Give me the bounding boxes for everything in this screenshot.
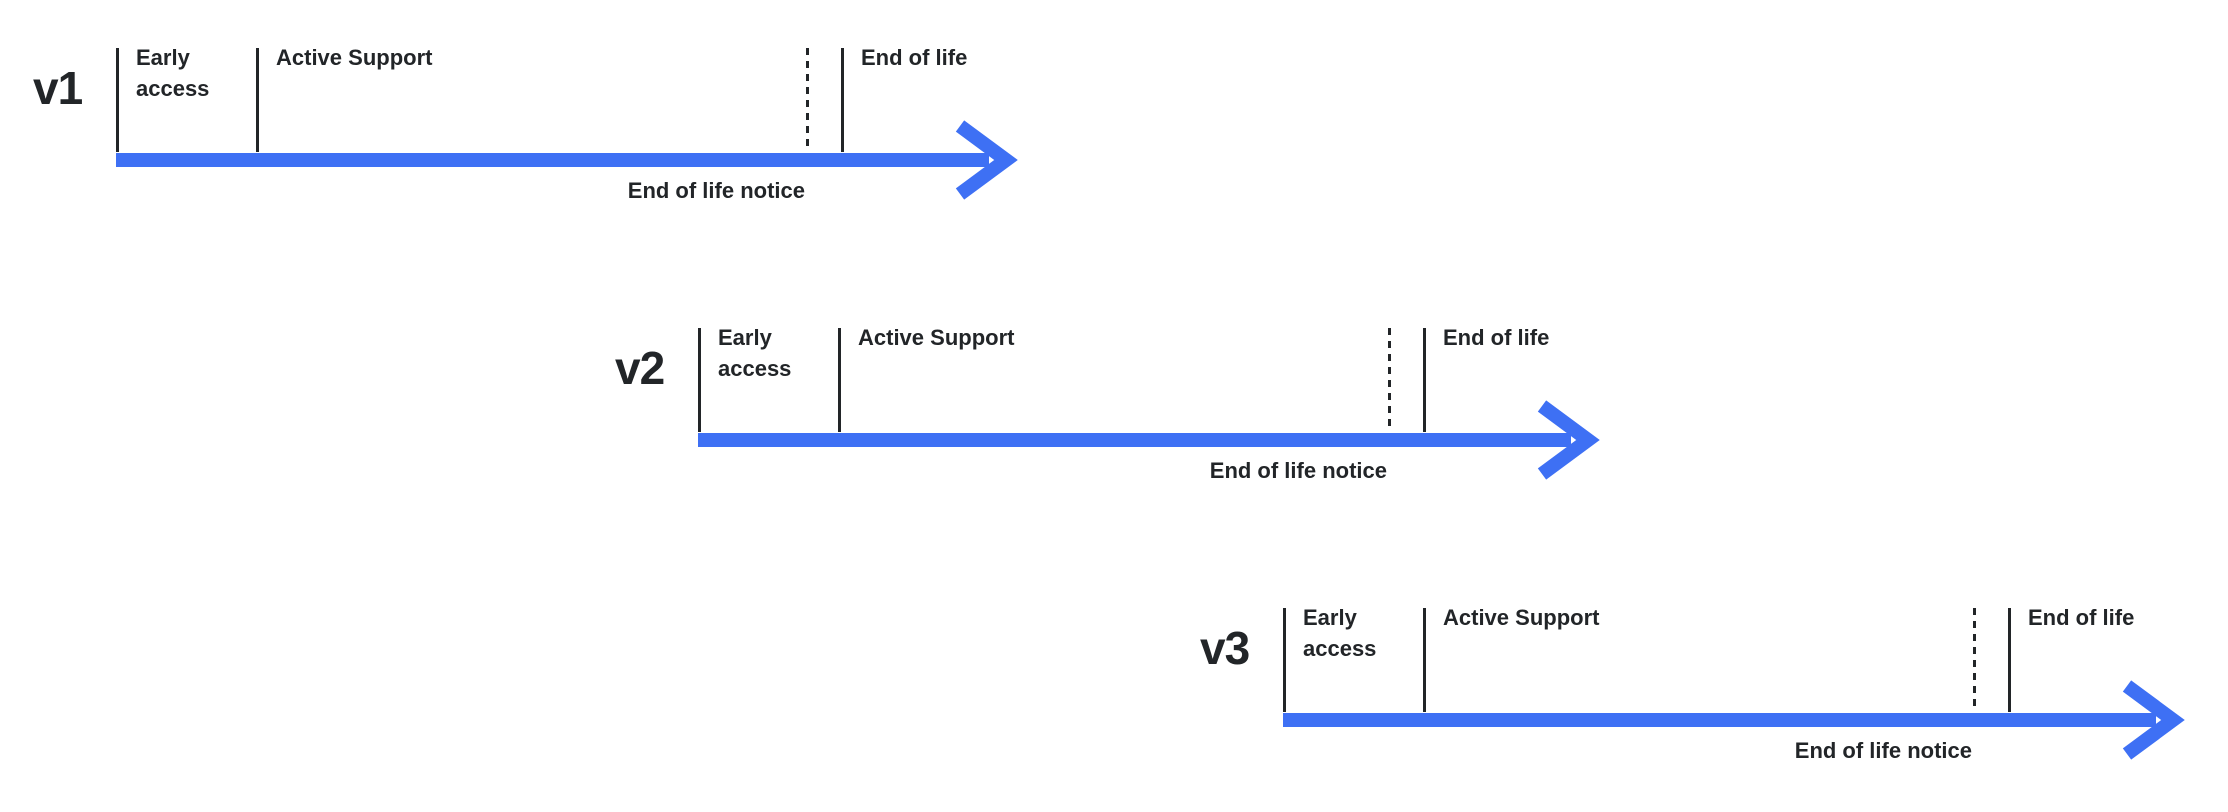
active-support-start-tick — [1423, 608, 1426, 712]
active-support-start-tick — [838, 328, 841, 432]
end-of-life-tick — [1423, 328, 1426, 432]
early-access-label: Early access — [136, 45, 210, 101]
active-support-start-tick — [256, 48, 259, 152]
arrow-head-icon — [1537, 400, 1600, 480]
eol-notice-label: End of life notice — [1794, 738, 1972, 763]
arrow-head-icon — [955, 120, 1018, 200]
early-access-start-tick — [1283, 608, 1286, 712]
eol-notice-dashed-tick — [806, 48, 809, 152]
active-support-label: Active Support — [276, 45, 433, 70]
version-label: v1 — [33, 62, 83, 114]
timeline-arrow-shaft — [1283, 713, 2156, 727]
early-access-label: Early access — [1303, 605, 1377, 661]
version-label: v2 — [615, 342, 665, 394]
eol-notice-dashed-tick — [1388, 328, 1391, 432]
end-of-life-label: End of life — [861, 45, 968, 70]
eol-notice-label: End of life notice — [1209, 458, 1387, 483]
timeline-v3: v3 Early access Active Support End of li… — [1200, 605, 2228, 812]
arrow-head-icon — [2122, 680, 2185, 760]
early-access-label: Early access — [718, 325, 792, 381]
timeline-arrow-shaft — [698, 433, 1571, 447]
end-of-life-tick — [2008, 608, 2011, 712]
early-access-start-tick — [116, 48, 119, 152]
active-support-label: Active Support — [1443, 605, 1600, 630]
eol-notice-dashed-tick — [1973, 608, 1976, 712]
end-of-life-tick — [841, 48, 844, 152]
timeline-v1: v1 Early access Active Support End of li… — [33, 45, 1078, 268]
timeline-arrow-shaft — [116, 153, 989, 167]
early-access-start-tick — [698, 328, 701, 432]
end-of-life-label: End of life — [1443, 325, 1550, 350]
end-of-life-label: End of life — [2028, 605, 2135, 630]
timeline-v2: v2 Early access Active Support End of li… — [615, 325, 1660, 548]
active-support-label: Active Support — [858, 325, 1015, 350]
version-label: v3 — [1200, 622, 1250, 674]
eol-notice-label: End of life notice — [627, 178, 805, 203]
